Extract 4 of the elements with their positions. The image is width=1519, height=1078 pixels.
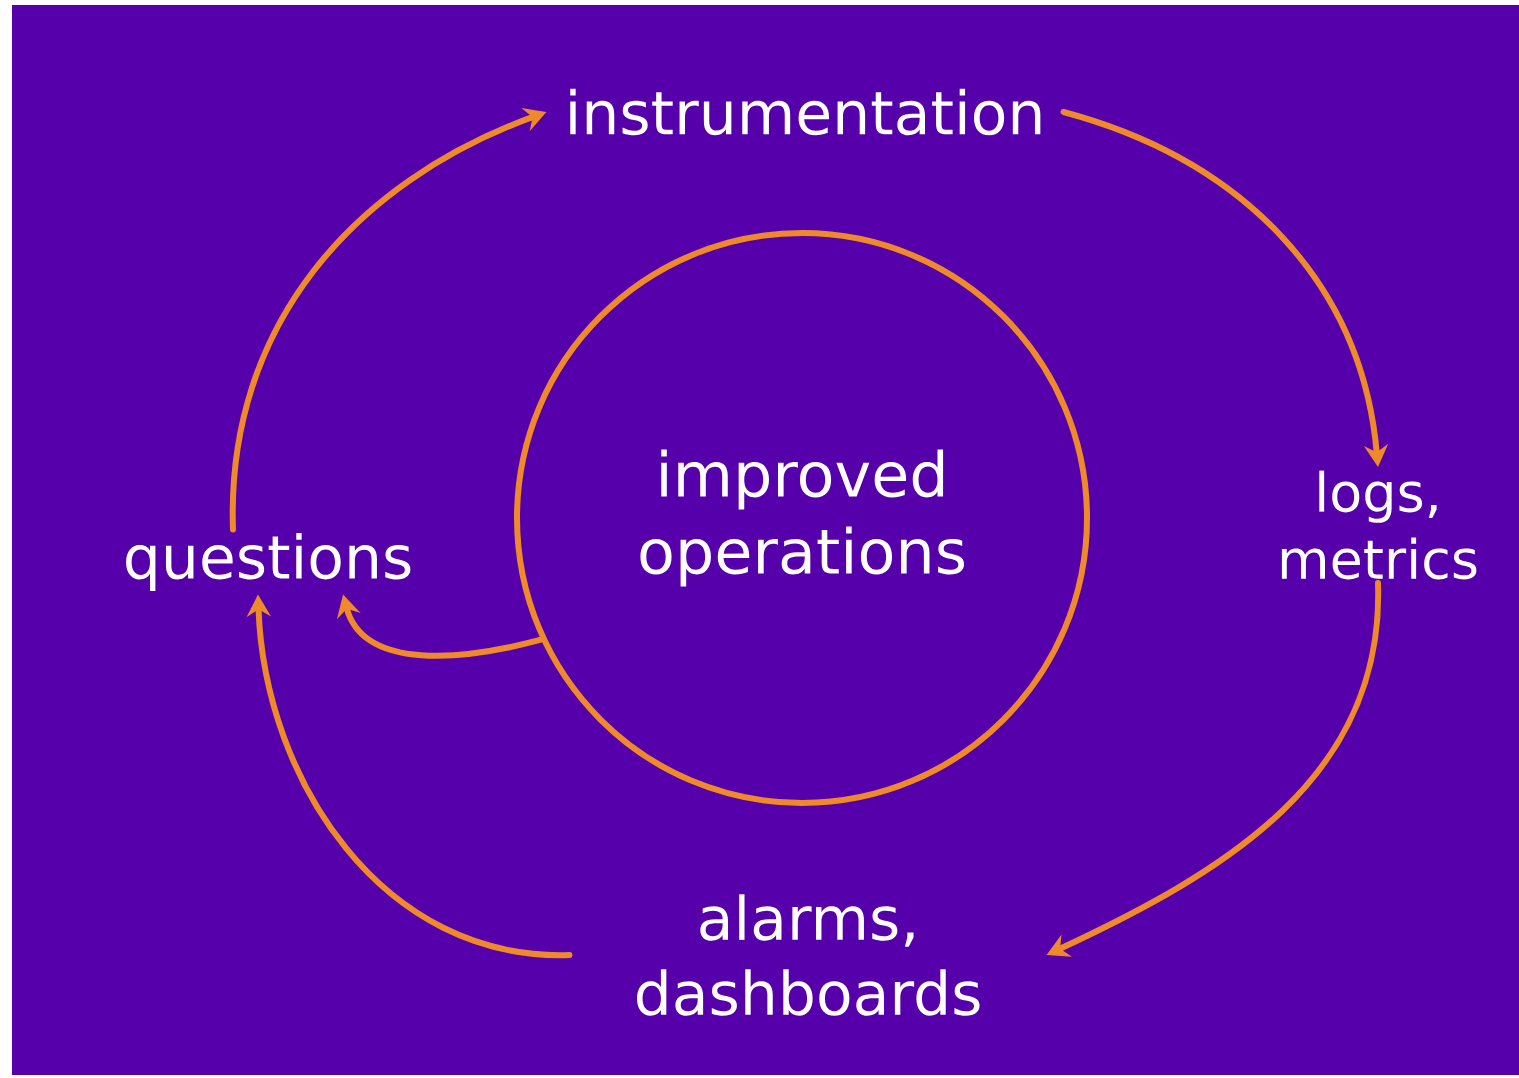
step-label: alarms, dashboards (637, 894, 980, 1016)
step-label: instrumentation (570, 88, 1041, 136)
step-label: logs, metrics (1281, 470, 1477, 580)
step-label: questions (126, 532, 411, 592)
